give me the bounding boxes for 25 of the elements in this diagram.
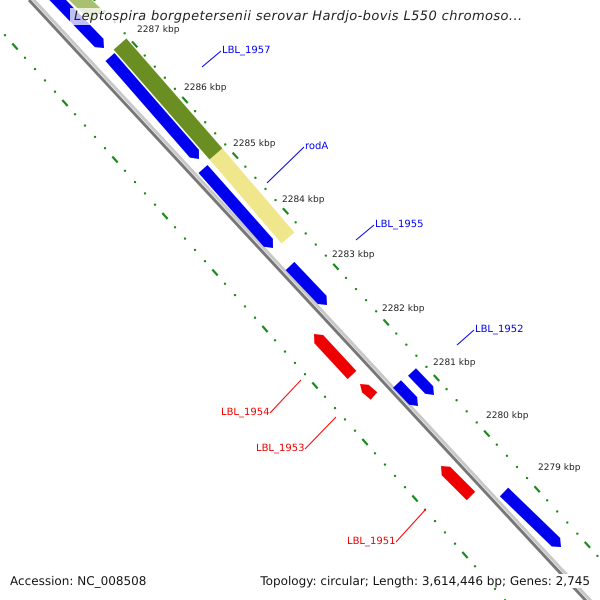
leader-line [304, 416, 336, 450]
gene-label: rodA [305, 141, 328, 153]
scale-label: 2286 kbp [184, 83, 226, 93]
leader-line [202, 50, 222, 68]
scale-label: 2279 kbp [538, 463, 580, 473]
gene-label: LBL_1955 [375, 219, 424, 231]
scale-label: 2283 kbp [332, 250, 374, 260]
leader-line [456, 330, 474, 346]
accession-text: Accession: NC_008508 [10, 574, 146, 588]
leader-line [270, 380, 302, 414]
leader-line [396, 508, 426, 542]
gene-label: LBL_1953 [256, 443, 304, 455]
gene-label: LBL_1957 [222, 45, 270, 57]
leader-line [266, 146, 304, 184]
scale-label: 2284 kbp [282, 195, 324, 205]
gene-label: LBL_1952 [475, 324, 524, 336]
gene-label: LBL_1951 [347, 536, 396, 548]
summary-text: Topology: circular; Length: 3,614,446 bp; Genes: 2,745 [260, 574, 590, 588]
scale-label: 2287 kbp [137, 25, 180, 35]
scale-label: 2285 kbp [233, 139, 276, 149]
gene-label: LBL_1954 [221, 407, 270, 419]
leader-line [356, 224, 374, 240]
scale-label: 2281 kbp [433, 358, 476, 368]
scale-label: 2282 kbp [382, 304, 424, 314]
scale-label: 2280 kbp [486, 411, 528, 421]
